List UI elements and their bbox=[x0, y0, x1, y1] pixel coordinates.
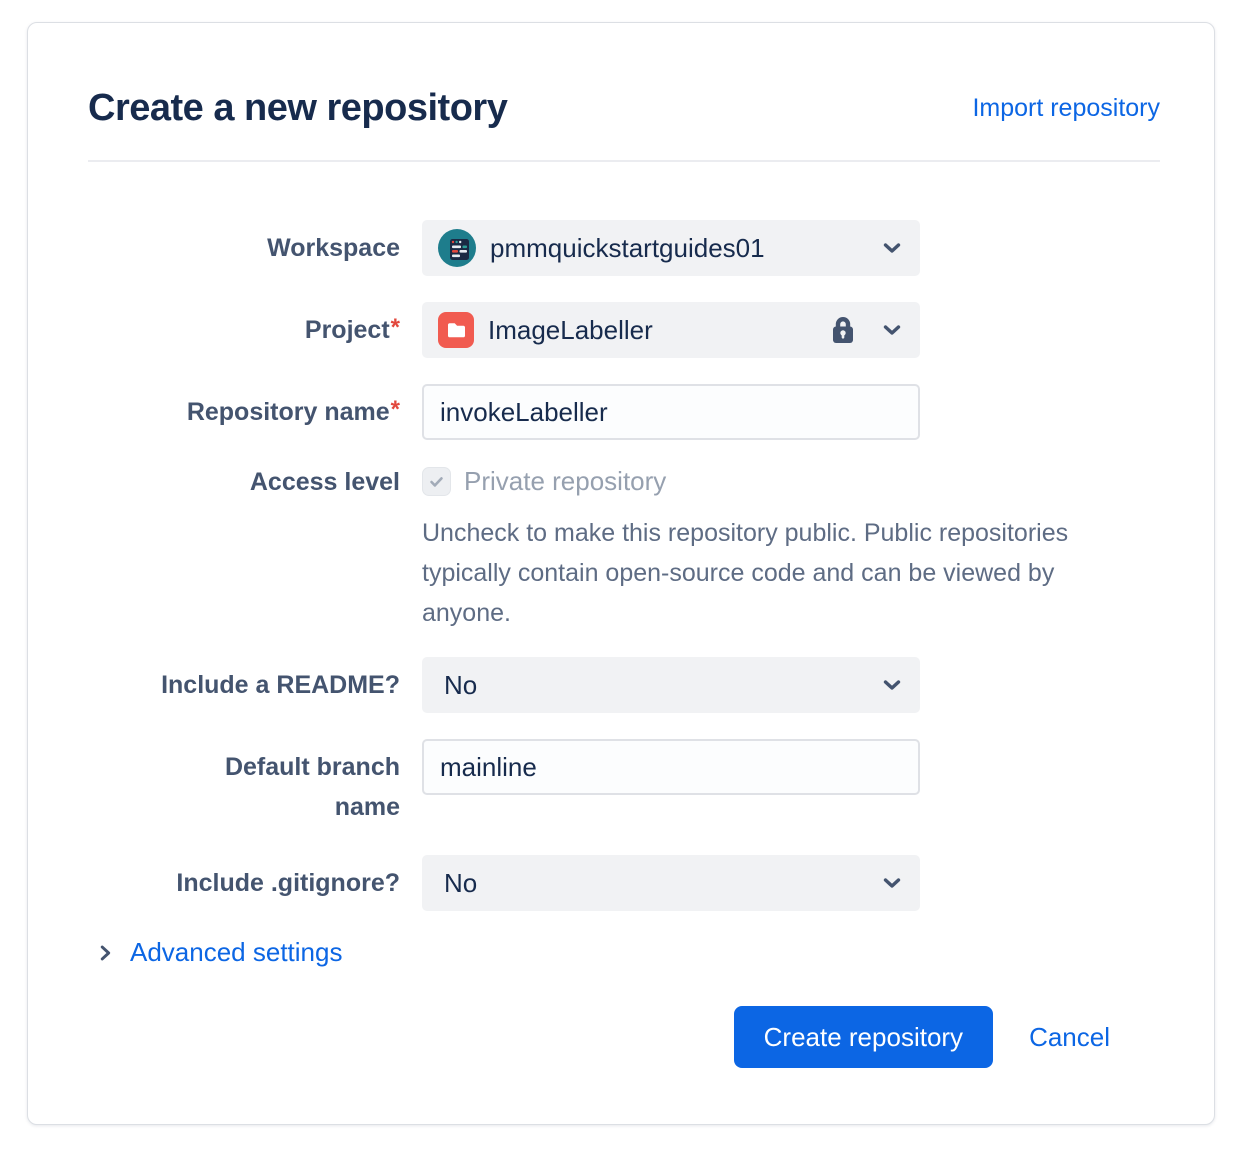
include-readme-value: No bbox=[444, 669, 478, 700]
create-repository-dialog: Create a new repository Import repositor… bbox=[27, 22, 1215, 1125]
access-level-row: Access level Private repository Uncheck … bbox=[88, 466, 1160, 633]
project-value: ImageLabeller bbox=[488, 314, 653, 345]
include-gitignore-value: No bbox=[444, 867, 478, 898]
include-readme-label: Include a README? bbox=[161, 670, 400, 699]
workspace-label: Workspace bbox=[267, 233, 400, 262]
project-folder-icon bbox=[438, 312, 474, 348]
default-branch-label: Default branch name bbox=[224, 753, 400, 821]
required-asterisk: * bbox=[390, 313, 400, 341]
workspace-value: pmmquickstartguides01 bbox=[490, 232, 765, 263]
default-branch-input[interactable] bbox=[422, 739, 920, 795]
project-row: Project* ImageLabeller bbox=[88, 302, 1160, 358]
header-divider bbox=[88, 160, 1160, 162]
page-title: Create a new repository bbox=[88, 87, 508, 129]
include-readme-select[interactable]: No bbox=[422, 657, 920, 713]
import-repository-link[interactable]: Import repository bbox=[972, 94, 1160, 122]
chevron-down-icon bbox=[880, 871, 904, 895]
access-level-help-text: Uncheck to make this repository public. … bbox=[422, 519, 1069, 627]
workspace-select[interactable]: pmmquickstartguides01 bbox=[422, 220, 920, 276]
required-asterisk: * bbox=[390, 395, 400, 423]
repository-name-row: Repository name* bbox=[88, 384, 1160, 440]
private-repository-label: Private repository bbox=[464, 466, 667, 496]
include-gitignore-row: Include .gitignore? No bbox=[88, 855, 1160, 911]
workspace-avatar-icon bbox=[438, 229, 476, 267]
workspace-row: Workspace bbox=[88, 220, 1160, 276]
advanced-settings-toggle[interactable]: Advanced settings bbox=[94, 937, 342, 968]
private-repository-checkbox[interactable] bbox=[422, 467, 451, 496]
checkmark-icon bbox=[430, 477, 443, 487]
include-gitignore-select[interactable]: No bbox=[422, 855, 920, 911]
lock-icon bbox=[830, 315, 856, 345]
include-readme-row: Include a README? No bbox=[88, 657, 1160, 713]
include-gitignore-label: Include .gitignore? bbox=[176, 868, 400, 897]
chevron-right-icon bbox=[94, 942, 116, 964]
repository-name-label: Repository name bbox=[186, 397, 390, 426]
chevron-down-icon bbox=[880, 673, 904, 697]
cancel-button[interactable]: Cancel bbox=[1029, 1021, 1110, 1052]
project-select[interactable]: ImageLabeller bbox=[422, 302, 920, 358]
default-branch-row: Default branch name bbox=[88, 739, 1160, 827]
dialog-footer: Create repository Cancel bbox=[88, 1006, 1160, 1068]
dialog-header: Create a new repository Import repositor… bbox=[88, 87, 1160, 130]
chevron-down-icon bbox=[880, 236, 904, 260]
project-label: Project bbox=[304, 315, 390, 344]
access-level-label: Access level bbox=[249, 468, 400, 496]
chevron-down-icon bbox=[880, 318, 904, 342]
create-repository-form: Workspace bbox=[88, 220, 1160, 968]
advanced-settings-label: Advanced settings bbox=[130, 937, 343, 967]
create-repository-button[interactable]: Create repository bbox=[733, 1006, 994, 1068]
repository-name-input[interactable] bbox=[422, 384, 920, 440]
